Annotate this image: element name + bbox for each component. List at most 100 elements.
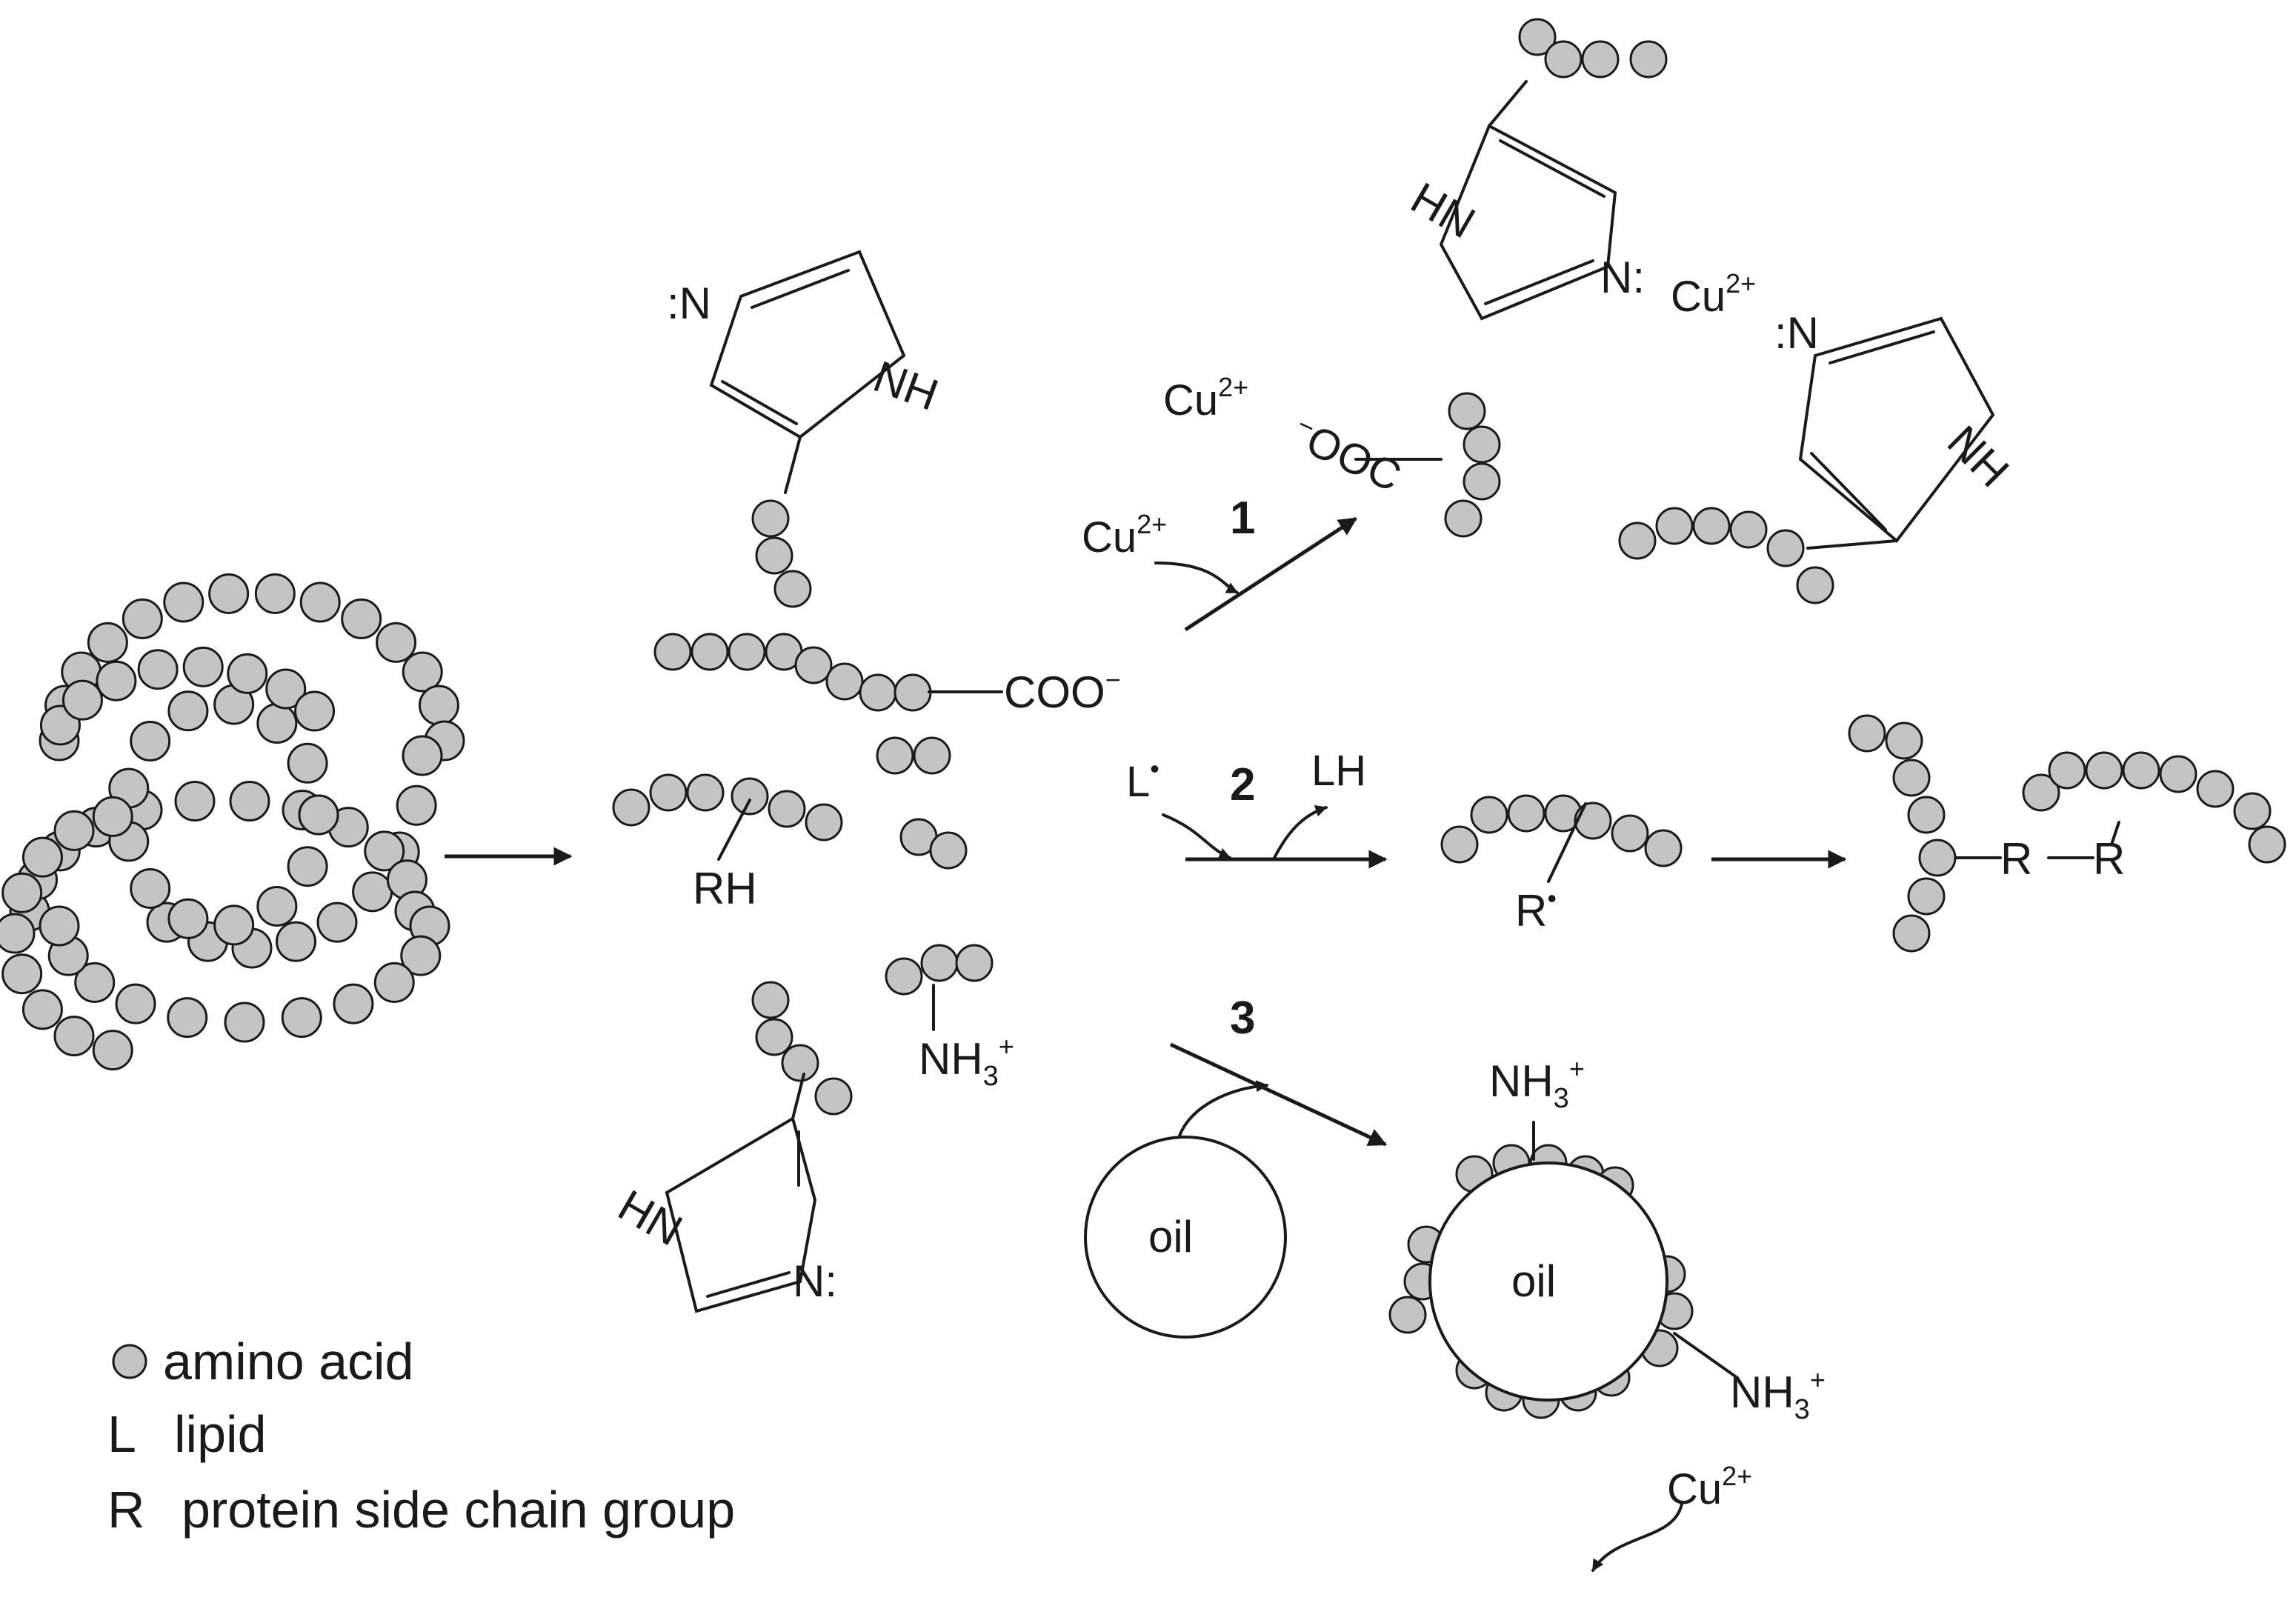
- amino-acid-bead: [21, 836, 63, 878]
- amino-acid-bead: [653, 633, 692, 671]
- amino-acid-bead: [751, 981, 790, 1019]
- amino-acid-bead: [1796, 566, 1834, 604]
- amino-acid-bead: [1907, 796, 1946, 834]
- amino-acid-bead: [229, 781, 270, 822]
- amino-acid-bead: [400, 935, 442, 976]
- amino-acid-bead: [1, 872, 43, 913]
- complex-n-left: N:: [1600, 253, 1645, 302]
- amino-acid-bead: [768, 790, 806, 828]
- amino-acid-bead: [1470, 796, 1508, 834]
- amino-acid-bead: [1892, 914, 1931, 953]
- coated-oil-label: oil: [1511, 1256, 1556, 1306]
- amino-acid-bead: [0, 913, 36, 954]
- amino-acid-bead: [686, 773, 725, 812]
- amino-acid-bead: [814, 1077, 853, 1116]
- amino-acid-bead: [74, 962, 116, 1003]
- amino-acid-bead: [299, 581, 341, 623]
- reaction-3-arrow: [1169, 1042, 1388, 1147]
- amino-acid-bead: [92, 1030, 133, 1071]
- amino-acid-bead: [1, 953, 43, 995]
- amino-acid-bead: [1518, 18, 1557, 56]
- amino-acid-bead: [612, 788, 650, 827]
- oil-droplet-free: [1084, 1136, 1287, 1339]
- legend: amino acid L lipid R protein side chain …: [107, 1333, 735, 1539]
- amino-acid-bead: [1644, 829, 1683, 867]
- lower-imidazole-n: N:: [793, 1256, 837, 1306]
- legend-side-chain-symbol: R: [107, 1481, 145, 1539]
- amino-acid-bead: [265, 668, 307, 710]
- amino-acid-bead: [130, 867, 171, 909]
- amino-acid-bead: [122, 598, 163, 639]
- amino-acid-bead: [130, 721, 171, 762]
- amino-acid-bead: [1574, 802, 1612, 840]
- amino-acid-bead: [805, 803, 843, 842]
- amino-acid-bead: [163, 581, 204, 623]
- amino-acid-bead: [2048, 751, 2086, 790]
- amino-acid-bead: [167, 690, 209, 732]
- cu-histidine-complex-bonds: [1439, 80, 1995, 550]
- amino-acid-bead: [1907, 877, 1946, 916]
- amino-acid-bead: [53, 1016, 95, 1057]
- amino-acid-bead: [1463, 425, 1501, 464]
- amino-acid-bead: [254, 573, 296, 614]
- amino-acid-bead: [1611, 814, 1649, 853]
- amino-acid-bead: [2022, 773, 2060, 812]
- amino-acid-bead: [1655, 507, 1694, 545]
- legend-amino-acid: amino acid: [163, 1333, 414, 1390]
- amino-acid-bead: [1463, 462, 1501, 501]
- amino-acid-bead: [894, 673, 932, 712]
- amino-acid-bead: [794, 646, 833, 684]
- amino-acid-bead: [1440, 825, 1479, 864]
- amino-acid-bead: [1507, 794, 1545, 833]
- amino-acid-bead: [649, 773, 688, 812]
- upper-imidazole-n: :N: [667, 279, 711, 328]
- amino-acid-bead: [316, 902, 358, 943]
- amine-label-middle: NH3+: [919, 1031, 1014, 1092]
- complex-cu: Cu2+: [1671, 268, 1756, 321]
- amino-acid-bead: [913, 736, 951, 775]
- amino-acid-bead: [1918, 839, 1957, 877]
- reaction-1-cu: Cu2+: [1082, 509, 1167, 561]
- product-1-cu: Cu2+: [1163, 372, 1248, 424]
- reaction-2-l-radical: L•: [1126, 753, 1159, 806]
- amino-acid-bead: [276, 921, 317, 962]
- amino-acid-bead: [256, 885, 298, 927]
- amino-acid-bead: [167, 997, 208, 1039]
- amino-acid-bead: [137, 649, 179, 690]
- native-protein-coil: [0, 573, 465, 1071]
- amino-acid-bead: [256, 703, 298, 744]
- amino-acid-bead: [1618, 521, 1657, 560]
- amino-acid-bead: [376, 621, 417, 663]
- amino-acid-bead: [21, 989, 63, 1030]
- amino-acid-bead: [281, 997, 322, 1039]
- amino-acid-bead: [373, 962, 415, 1003]
- amino-acid-bead: [96, 660, 137, 701]
- amino-acid-bead: [2233, 792, 2272, 830]
- amino-acid-bead: [859, 673, 897, 712]
- amino-acid-bead: [1388, 1296, 1427, 1334]
- crosslink-r2: R: [2093, 834, 2125, 884]
- amine-label-right: NH3+: [1730, 1364, 1826, 1425]
- reaction-2-number: 2: [1230, 759, 1255, 810]
- amino-acid-bead: [825, 662, 864, 701]
- amino-acid-bead: [1581, 40, 1620, 79]
- amino-acid-bead: [1448, 392, 1486, 430]
- amino-acid-bead: [1692, 507, 1731, 545]
- reaction-2-l-curl: [1162, 813, 1231, 859]
- reaction-1-cu-curl: [1154, 561, 1239, 594]
- amino-acid-bead: [418, 684, 459, 726]
- amino-acid-bead: [1444, 499, 1483, 538]
- chemical-labels: :N NH COO− RH NH3+ HN N: Cu2+ 1 Cu2+ −OO…: [610, 173, 2126, 1513]
- reaction-3-oil-curl: [1177, 1080, 1268, 1142]
- complex-hn: HN: [1403, 173, 1484, 247]
- amino-acid-bead: [885, 957, 923, 996]
- amino-acid-bead: [402, 651, 443, 693]
- amino-acid-bead: [751, 499, 790, 538]
- legend-side-chain: protein side chain group: [182, 1481, 735, 1539]
- amino-acid-bead: [755, 1018, 793, 1056]
- amino-acid-bead: [208, 573, 250, 614]
- amino-acid-bead: [691, 633, 729, 671]
- amino-acid-bead: [1629, 40, 1668, 79]
- amino-acid-bead: [2122, 751, 2160, 790]
